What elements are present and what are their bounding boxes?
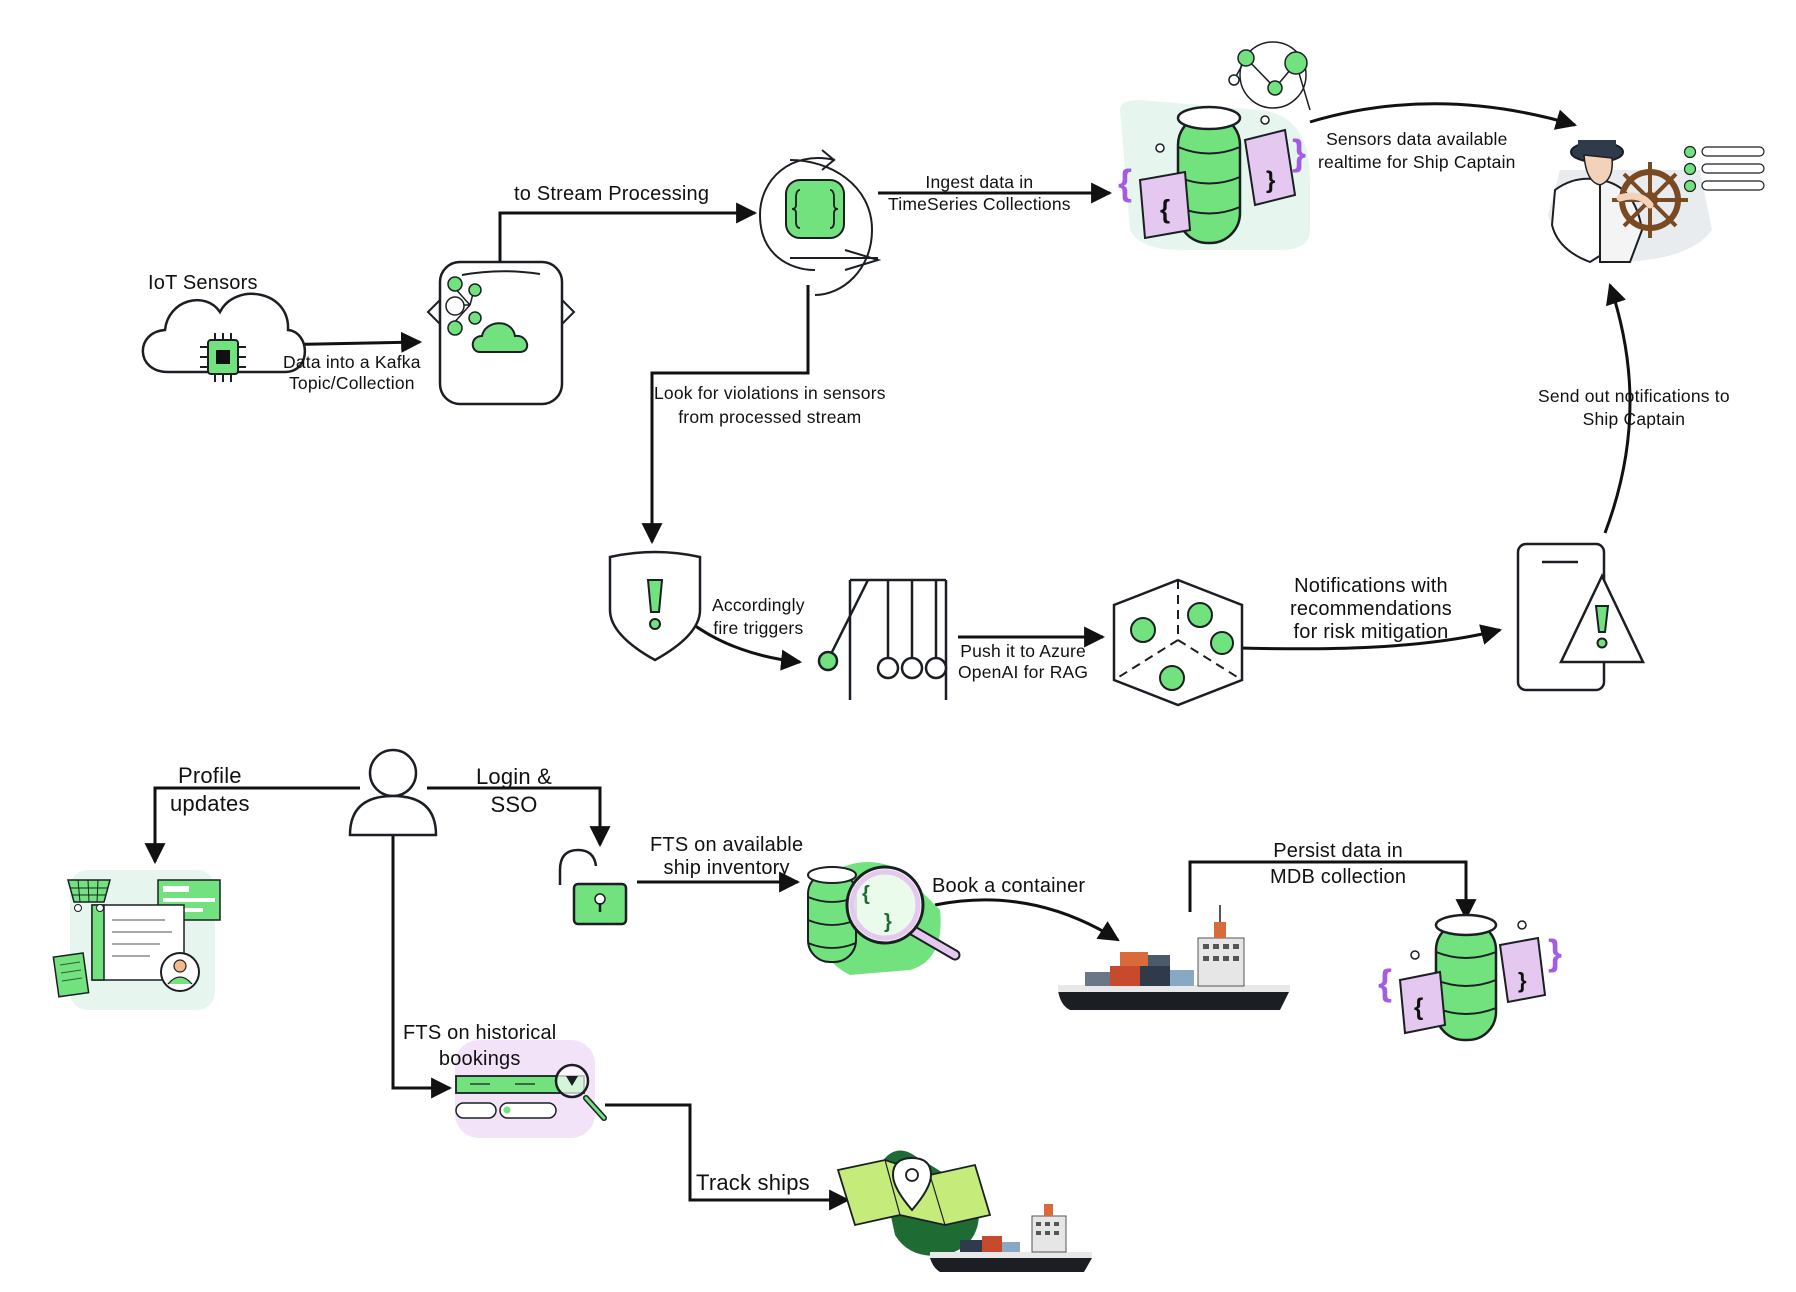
stream-cycle-icon bbox=[758, 149, 882, 296]
label-fts-inv-line1: FTS on available bbox=[650, 834, 804, 856]
label-persist-line1: Persist data in bbox=[1273, 840, 1403, 862]
label-kafka-topic: Data into a Kafka Topic/Collection bbox=[283, 352, 421, 394]
label-azure-openai: Push it to Azure OpenAI for RAG bbox=[958, 641, 1088, 683]
label-fts-inventory: FTS on available ship inventory bbox=[650, 834, 803, 880]
list-icon bbox=[1683, 145, 1765, 193]
svg-text:}: } bbox=[1518, 968, 1527, 993]
label-violations-line1: Look for violations in sensors bbox=[654, 383, 886, 403]
arrow-kafka-to-stream bbox=[498, 202, 758, 262]
label-send-line1: Send out notifications to bbox=[1538, 386, 1730, 406]
label-iot-sensors: IoT Sensors bbox=[148, 272, 258, 294]
label-persist-line2: MDB collection bbox=[1270, 866, 1407, 888]
label-notifications: Notifications with recommendations for r… bbox=[1290, 575, 1452, 644]
cargo-ship-icon bbox=[1058, 905, 1290, 1010]
shield-alert-icon bbox=[608, 550, 702, 662]
label-profile-updates: Profile updates bbox=[170, 762, 250, 818]
arrow-timeseries-to-captain bbox=[1309, 102, 1578, 130]
svg-text:}: } bbox=[1548, 932, 1562, 973]
svg-text:}: } bbox=[1292, 132, 1306, 173]
kafka-box-icon bbox=[426, 260, 576, 406]
arrow-shield-to-cradle bbox=[689, 620, 803, 671]
search-db-icon: { } bbox=[807, 862, 961, 975]
arrow-stream-to-shield bbox=[641, 285, 810, 545]
arrow-bookings-to-map bbox=[605, 1103, 851, 1211]
label-track-ships: Track ships bbox=[696, 1170, 810, 1195]
svg-text:{: { bbox=[862, 883, 870, 905]
arrow-user-to-profile bbox=[144, 786, 360, 865]
newtons-cradle-icon bbox=[817, 578, 948, 700]
label-violations: Look for violations in sensors from proc… bbox=[654, 381, 886, 429]
network-nodes-icon bbox=[1228, 41, 1311, 111]
label-profile-line2: updates bbox=[170, 791, 250, 816]
padlock-icon bbox=[558, 848, 628, 926]
label-book-container: Book a container bbox=[932, 875, 1086, 897]
map-pin-icon bbox=[836, 1150, 1092, 1272]
arrow-mobile-to-captain bbox=[1603, 283, 1632, 534]
svg-text:{: { bbox=[1160, 194, 1170, 224]
label-profile-line1: Profile bbox=[177, 763, 242, 788]
label-kafka-line2: Topic/Collection bbox=[288, 373, 415, 393]
label-violations-line2: from processed stream bbox=[678, 407, 862, 427]
search-bookings-icon bbox=[455, 1040, 607, 1138]
label-login-sso: Login & SSO bbox=[476, 763, 552, 819]
svg-text:}: } bbox=[1266, 167, 1275, 194]
label-notif-line3: for risk mitigation bbox=[1293, 621, 1449, 643]
label-fts-inv-line2: ship inventory bbox=[663, 857, 790, 879]
label-notif-line1: Notifications with bbox=[1294, 575, 1448, 597]
profile-collage-icon bbox=[52, 870, 221, 1010]
user-icon bbox=[348, 748, 438, 837]
timeseries-db-icon: { } { } bbox=[1118, 100, 1310, 250]
label-fts-hist-line2: bookings bbox=[438, 1048, 521, 1070]
arrow-user-to-bookings bbox=[391, 835, 453, 1099]
label-azure-line1: Push it to Azure bbox=[960, 641, 1086, 661]
arrow-ship-to-mdb bbox=[1188, 860, 1477, 921]
label-fts-bookings: FTS on historical bookings bbox=[403, 1020, 556, 1072]
label-triggers-line2: fire triggers bbox=[713, 618, 804, 638]
label-stream-processing: to Stream Processing bbox=[514, 183, 710, 205]
cloud-chip-icon bbox=[141, 292, 307, 382]
svg-text:{: { bbox=[1118, 162, 1132, 203]
ship-captain-icon bbox=[1548, 140, 1712, 264]
label-azure-line2: OpenAI for RAG bbox=[958, 662, 1089, 682]
label-realtime-line1: Sensors data available bbox=[1326, 129, 1508, 149]
label-login-line2: SSO bbox=[490, 792, 538, 817]
arrow-search-to-ship bbox=[934, 898, 1120, 942]
label-send-line2: Ship Captain bbox=[1582, 409, 1686, 429]
label-fts-hist-line1: FTS on historical bbox=[403, 1022, 557, 1044]
label-send-notifications: Send out notifications to Ship Captain bbox=[1538, 385, 1730, 431]
label-fire-triggers: Accordingly fire triggers bbox=[712, 594, 805, 640]
label-ingest-timeseries: Ingest data in TimeSeries Collections bbox=[888, 171, 1071, 215]
label-notif-line2: recommendations bbox=[1290, 598, 1452, 620]
label-realtime-line2: realtime for Ship Captain bbox=[1318, 152, 1516, 172]
mobile-alert-icon bbox=[1516, 542, 1645, 692]
label-kafka-line1: Data into a Kafka bbox=[283, 352, 421, 372]
label-persist-mdb: Persist data in MDB collection bbox=[1270, 838, 1406, 890]
label-realtime-captain: Sensors data available realtime for Ship… bbox=[1318, 128, 1516, 174]
label-ingest-line1: Ingest data in bbox=[925, 172, 1034, 192]
svg-text:{: { bbox=[1414, 994, 1423, 1021]
arrow-user-to-login bbox=[427, 786, 611, 848]
connectors bbox=[144, 102, 1632, 1211]
label-ingest-line2: TimeSeries Collections bbox=[888, 194, 1071, 214]
ai-cube-icon bbox=[1112, 578, 1244, 707]
svg-text:{: { bbox=[1378, 962, 1392, 1003]
label-login-line1: Login & bbox=[476, 764, 553, 789]
label-triggers-line1: Accordingly bbox=[712, 595, 805, 615]
svg-text:}: } bbox=[884, 911, 892, 933]
mdb-db-icon: { } { } bbox=[1378, 913, 1562, 1042]
arrow-cube-to-mobile bbox=[1239, 624, 1503, 651]
